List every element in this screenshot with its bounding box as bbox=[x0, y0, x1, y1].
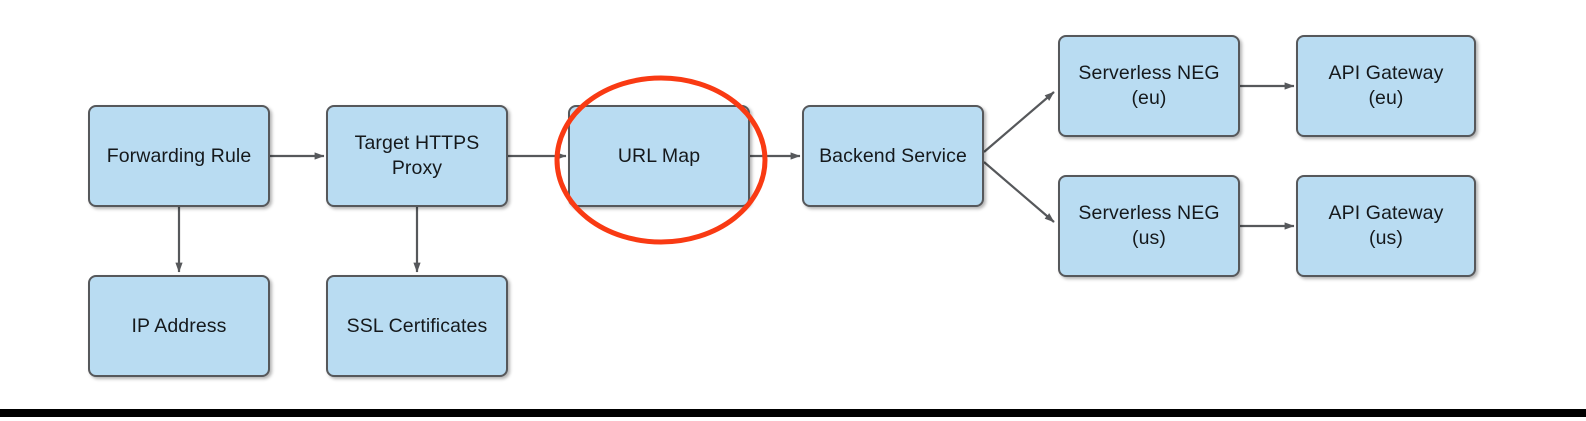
edge-backend-service-to-serverless-neg-eu bbox=[983, 91, 1055, 153]
node-ssl-certificates[interactable]: SSL Certificates bbox=[326, 275, 508, 377]
bottom-black-bar bbox=[0, 409, 1586, 417]
node-ip-address[interactable]: IP Address bbox=[88, 275, 270, 377]
node-api-gateway-us[interactable]: API Gateway (us) bbox=[1296, 175, 1476, 277]
node-serverless-neg-eu[interactable]: Serverless NEG (eu) bbox=[1058, 35, 1240, 137]
node-backend-service[interactable]: Backend Service bbox=[802, 105, 984, 207]
node-target-https-proxy[interactable]: Target HTTPS Proxy bbox=[326, 105, 508, 207]
node-serverless-neg-us[interactable]: Serverless NEG (us) bbox=[1058, 175, 1240, 277]
node-forwarding-rule[interactable]: Forwarding Rule bbox=[88, 105, 270, 207]
node-api-gateway-eu[interactable]: API Gateway (eu) bbox=[1296, 35, 1476, 137]
edge-backend-service-to-serverless-neg-us bbox=[983, 161, 1055, 223]
node-url-map[interactable]: URL Map bbox=[568, 105, 750, 207]
